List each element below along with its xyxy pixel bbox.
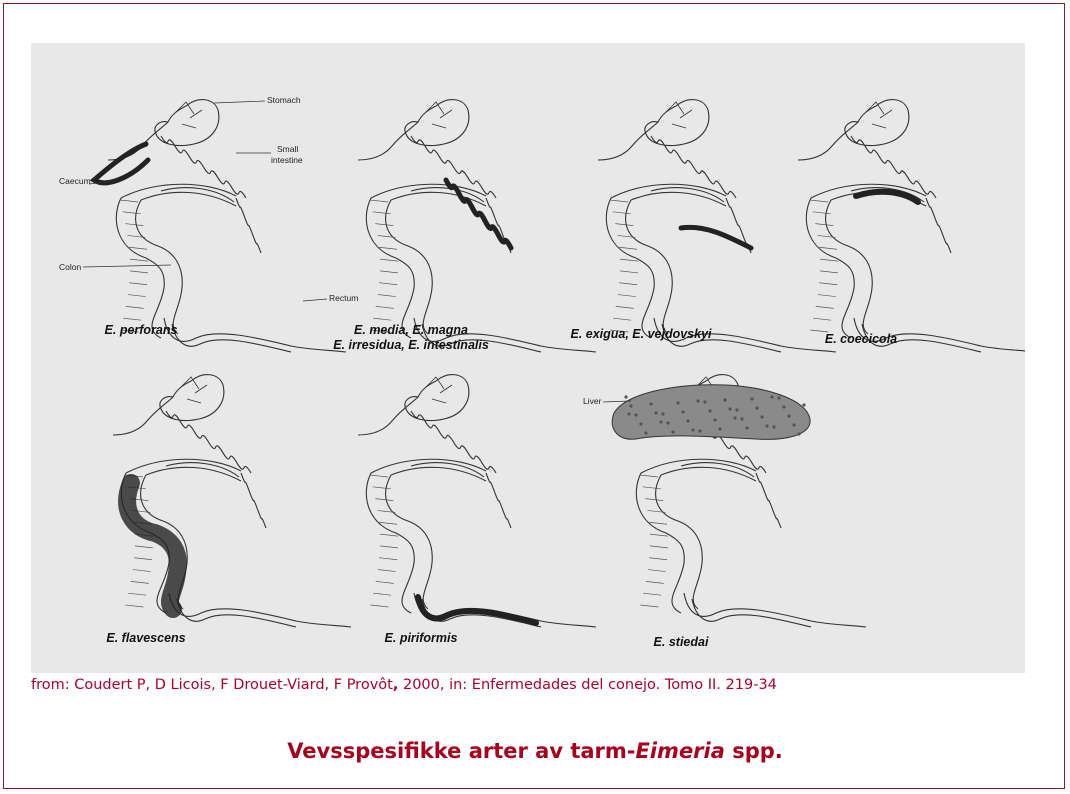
- stomach-shape: [160, 375, 224, 421]
- caecum-outer-edge: [366, 473, 414, 613]
- label-intestine: intestine: [271, 155, 303, 165]
- colon-rectum: [684, 593, 866, 627]
- title-prefix: Vevsspesifikke arter av tarm-: [287, 739, 635, 763]
- caecum-outer-edge: [116, 198, 164, 338]
- species-label-coecicola: E. coecicola: [825, 332, 897, 346]
- species-label-media: E. irresidua, E. intestinalis: [333, 338, 489, 352]
- label-small: Small: [277, 144, 298, 154]
- species-label-piriformis: E. piriformis: [385, 631, 458, 645]
- caecum-upper-edge: [126, 459, 241, 473]
- small-intestine-lower: [236, 198, 261, 253]
- gut-panel-media: [358, 100, 596, 352]
- caecum-ribs: [640, 475, 668, 607]
- infection-site: [127, 483, 178, 609]
- stomach-shape: [405, 375, 469, 421]
- caecum-upper-edge: [611, 184, 726, 198]
- colon-rectum-inner: [172, 324, 291, 352]
- caecum-outer-edge: [606, 198, 654, 338]
- colon-rectum: [414, 593, 596, 627]
- title-suffix: spp.: [725, 739, 783, 763]
- caecum-ribs: [370, 200, 398, 332]
- species-label-flavescens: E. flavescens: [106, 631, 185, 645]
- gut-diagram-svg: E. perforans E. media, E. magnaE. irresid…: [31, 43, 1025, 673]
- title-genus: Eimeria: [636, 739, 725, 763]
- caecum-upper-edge: [121, 184, 236, 198]
- infection-site: [446, 180, 511, 248]
- species-label-perforans: E. perforans: [105, 323, 178, 337]
- colon-rectum: [164, 318, 346, 352]
- label-stomach: Stomach: [267, 95, 301, 105]
- stomach-shape: [155, 100, 219, 146]
- caecum-outer-edge: [806, 198, 854, 338]
- label-colon: Colon: [59, 262, 81, 272]
- label-rectum: Rectum: [329, 293, 358, 303]
- species-label-stiedai: E. stiedai: [654, 635, 709, 649]
- stomach-shape: [645, 100, 709, 146]
- stomach-shape: [405, 100, 469, 146]
- caecum-ribs: [370, 475, 398, 607]
- caecum-outer-edge: [636, 473, 684, 613]
- caecum-upper-edge: [371, 459, 486, 473]
- species-label-media: E. media, E. magna: [354, 323, 468, 337]
- caecum-upper-edge: [641, 459, 756, 473]
- gut-panel-coecicola: [798, 100, 1025, 352]
- gut-panel-flavescens: [113, 375, 351, 627]
- citation-source: 2000, in: Enfermedades del conejo. Tomo …: [398, 677, 777, 693]
- colon-rectum-inner: [692, 599, 811, 627]
- caecum-upper-edge: [371, 184, 486, 198]
- source-citation: from: Coudert P, D Licois, F Drouet-Viar…: [31, 677, 1041, 693]
- colon-rectum-inner: [177, 599, 296, 627]
- label-caecum: Caecum: [59, 176, 91, 186]
- slide-title: Vevsspesifikke arter av tarm-Eimeria spp…: [0, 739, 1070, 763]
- small-intestine-lower: [486, 473, 511, 528]
- gut-panel-piriformis: [358, 375, 596, 627]
- caecum-outer-edge: [366, 198, 414, 338]
- small-intestine-lower: [926, 198, 951, 253]
- caecum-ribs: [610, 200, 638, 332]
- label-liver: Liver: [583, 396, 602, 406]
- small-intestine-lower: [756, 473, 781, 528]
- caecum-ribs: [810, 200, 838, 332]
- infection-site: [94, 144, 148, 183]
- infection-site: [418, 597, 536, 623]
- gut-panel-stiedai: [612, 375, 866, 627]
- stomach-shape: [845, 100, 909, 146]
- gut-panel-exigua: [598, 100, 836, 352]
- gut-panel-perforans: [94, 100, 346, 352]
- small-intestine-lower: [241, 473, 266, 528]
- organ-labels: StomachSmallintestineCaecumColonRectumLi…: [59, 95, 631, 406]
- species-label-exigua: E. exigua, E. vejdovskyi: [570, 327, 712, 341]
- citation-authors: from: Coudert P, D Licois, F Drouet-Viar…: [31, 677, 393, 693]
- colon-rectum: [169, 593, 351, 627]
